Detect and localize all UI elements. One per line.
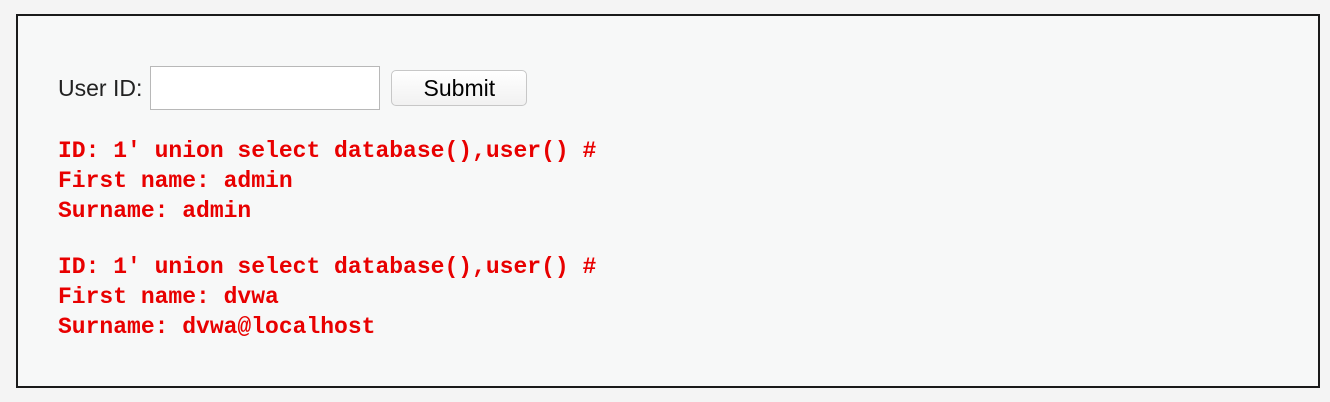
user-id-form: User ID: Submit [58,64,528,112]
result-id-line: ID: 1' union select database(),user() # [58,138,597,164]
user-id-input[interactable] [150,66,381,110]
result-id-line: ID: 1' union select database(),user() # [58,254,597,280]
query-result-1: ID: 1' union select database(),user() # … [58,136,596,226]
result-surname-line: Surname: dvwa@localhost [58,314,376,340]
result-first-name-line: First name: dvwa [58,284,279,310]
submit-button[interactable]: Submit [391,70,528,106]
result-surname-line: Surname: admin [58,198,252,224]
query-result-2: ID: 1' union select database(),user() # … [58,252,596,342]
user-id-label: User ID: [58,74,143,101]
vulnerability-panel: User ID: Submit ID: 1' union select data… [16,14,1320,388]
result-first-name-line: First name: admin [58,168,293,194]
